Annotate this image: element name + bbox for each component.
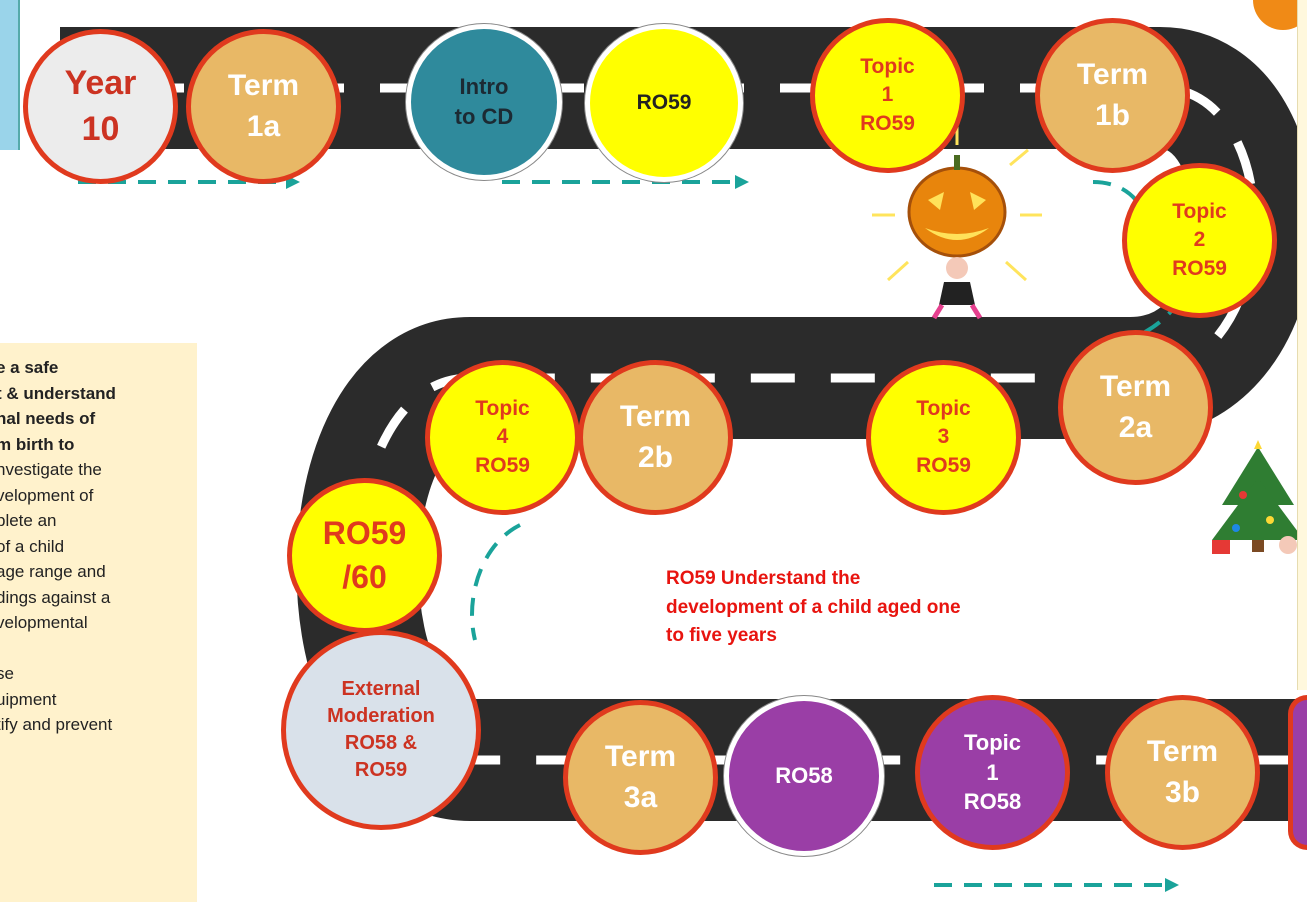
node-topic1-ro59: Topic 1 RO59: [810, 18, 965, 173]
node-term-2a: Term 2a: [1058, 330, 1213, 485]
left-image-strip: [0, 0, 20, 150]
node-term-2b: Term 2b: [578, 360, 733, 515]
node-ro59-60: RO59 /60: [287, 478, 442, 633]
info-box: e a safe t & understand nal needs of m b…: [0, 343, 197, 902]
node-topic4-ro59: Topic 4 RO59: [425, 360, 580, 515]
caption-ro59: RO59 Understand the development of a chi…: [666, 568, 961, 646]
halloween-badge-icon: [1253, 0, 1307, 30]
info-box-bold-text: e a safe t & understand nal needs of m b…: [0, 358, 116, 454]
right-info-strip: [1297, 0, 1307, 690]
node-ro59-start: RO59: [585, 24, 743, 182]
node-term-3b: Term 3b: [1105, 695, 1260, 850]
node-external-moderation: External Moderation RO58 & RO59: [281, 630, 481, 830]
node-topic1-ro58: Topic 1 RO58: [915, 695, 1070, 850]
node-term-1b: Term 1b: [1035, 18, 1190, 173]
christmas-tree-icon: [1212, 440, 1304, 554]
node-intro-cd: Intro to CD: [406, 24, 562, 180]
node-topic3-ro59: Topic 3 RO59: [866, 360, 1021, 515]
node-ro58-start: RO58: [724, 696, 884, 856]
node-topic2-ro59: Topic 2 RO59: [1122, 163, 1277, 318]
node-term-3a: Term 3a: [563, 700, 718, 855]
info-box-text: nvestigate the velopment of plete an of …: [0, 460, 113, 734]
node-year-10: Year 10: [23, 29, 178, 184]
node-term-1a: Term 1a: [186, 29, 341, 184]
node-next-purple: [1288, 695, 1307, 850]
